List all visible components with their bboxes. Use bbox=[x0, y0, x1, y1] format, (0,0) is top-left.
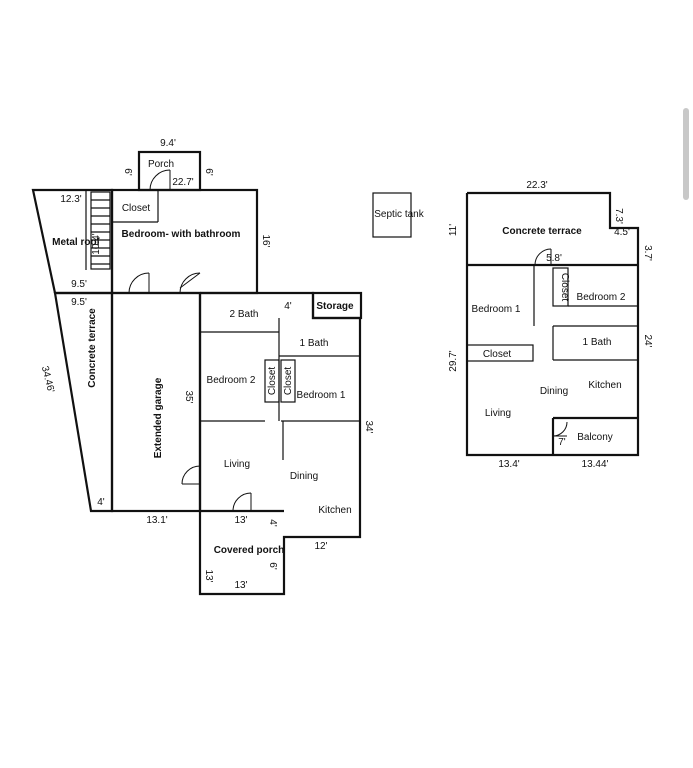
dim-upper-step-c: 3.7' bbox=[642, 245, 653, 261]
upper-floor-dimensions: 22.3' 11' 7.3' 4.5' 3.7' 5.8' 29.7' 24' … bbox=[448, 180, 653, 470]
room-living: Living bbox=[224, 459, 250, 470]
dim-terrace-slant: 34.46' bbox=[39, 365, 56, 394]
dim-porch-small: 4' bbox=[267, 519, 278, 527]
dim-porch-width: 9.4' bbox=[160, 138, 176, 149]
upper-room-concrete-terrace: Concrete terrace bbox=[502, 226, 582, 237]
upper-floor-doors bbox=[534, 248, 568, 437]
room-dining: Dining bbox=[290, 471, 318, 482]
ground-floor-partitions bbox=[85, 190, 360, 513]
upper-room-kitchen: Kitchen bbox=[588, 380, 621, 391]
room-2-bath: 2 Bath bbox=[230, 309, 259, 320]
room-metal-roof: Metal roof bbox=[52, 237, 100, 248]
room-covered-porch: Covered porch bbox=[214, 545, 285, 556]
room-1-bath: 1 Bath bbox=[300, 338, 329, 349]
upper-room-1-bath: 1 Bath bbox=[583, 337, 612, 348]
room-porch: Porch bbox=[148, 159, 174, 170]
dim-terrace-bottom: 4' bbox=[97, 497, 105, 508]
dim-upper-right: 24' bbox=[642, 334, 653, 347]
room-storage: Storage bbox=[316, 301, 354, 312]
dim-bedroom-right: 16' bbox=[260, 234, 271, 247]
dim-upper-top: 22.3' bbox=[526, 180, 547, 191]
dim-main-right: 34' bbox=[363, 420, 374, 433]
dim-metal-roof-bottom: 9.5' bbox=[71, 279, 87, 290]
dim-upper-step-a: 7.3' bbox=[613, 208, 624, 224]
room-closet-b: Closet bbox=[283, 367, 294, 396]
room-bedroom-with-bathroom: Bedroom- with bathroom bbox=[122, 229, 241, 240]
upper-floor-partitions bbox=[466, 265, 638, 362]
dim-upper-balcony-door: 7' bbox=[558, 437, 566, 448]
room-closet-a: Closet bbox=[267, 367, 278, 396]
dim-upper-step-b: 4.5' bbox=[614, 227, 630, 238]
dim-upper-bottom-right: 13.44' bbox=[582, 459, 609, 470]
dim-kitchen-bottom: 12' bbox=[314, 541, 327, 552]
upper-room-living: Living bbox=[485, 408, 511, 419]
room-extended-garage: Extended garage bbox=[153, 377, 164, 458]
dim-stairs: 10.4' bbox=[91, 233, 102, 254]
scrollbar[interactable] bbox=[683, 108, 689, 200]
upper-room-closet-vertical: Closet bbox=[559, 273, 570, 302]
dim-bath-small: 4' bbox=[284, 301, 292, 312]
ground-floor-doors bbox=[128, 169, 252, 512]
dim-metal-roof-top: 12.3' bbox=[60, 194, 81, 205]
ground-floor-walls bbox=[31, 150, 363, 596]
upper-room-bedroom-2: Bedroom 2 bbox=[577, 292, 626, 303]
upper-room-closet: Closet bbox=[483, 349, 512, 360]
dim-covered-right: 6' bbox=[267, 562, 278, 570]
dim-upper-left: 29.7' bbox=[448, 350, 459, 371]
ground-floor-labels: Porch Closet Bedroom- with bathroom Meta… bbox=[52, 159, 354, 556]
room-bedroom-2: Bedroom 2 bbox=[207, 375, 256, 386]
septic-tank-label: Septic tank bbox=[374, 209, 424, 220]
dim-porch-door: 22.7' bbox=[172, 177, 193, 188]
upper-floor-labels: Concrete terrace Closet Bedroom 1 Bedroo… bbox=[472, 226, 626, 443]
room-concrete-terrace: Concrete terrace bbox=[87, 308, 98, 388]
dim-porch-left: 6' bbox=[122, 168, 133, 176]
dim-garage-height: 35' bbox=[183, 390, 194, 403]
dim-upper-door: 5.8' bbox=[546, 253, 562, 264]
upper-room-bedroom-1: Bedroom 1 bbox=[472, 304, 521, 315]
septic-tank: Septic tank bbox=[372, 192, 425, 238]
room-closet: Closet bbox=[122, 203, 151, 214]
upper-room-dining: Dining bbox=[540, 386, 568, 397]
dim-terrace-top: 9.5' bbox=[71, 297, 87, 308]
dim-upper-left-top: 11' bbox=[448, 224, 459, 236]
room-bedroom-1: Bedroom 1 bbox=[297, 390, 346, 401]
dim-porch-top: 13' bbox=[234, 515, 247, 526]
dim-covered-left: 13' bbox=[203, 569, 214, 582]
upper-floor-walls bbox=[465, 191, 640, 457]
room-kitchen: Kitchen bbox=[318, 505, 351, 516]
dim-upper-bottom-left: 13.4' bbox=[498, 459, 519, 470]
dim-garage-bottom: 13.1' bbox=[146, 515, 167, 526]
dim-covered-bottom: 13' bbox=[234, 580, 247, 591]
upper-room-balcony: Balcony bbox=[577, 432, 613, 443]
dim-porch-right: 6' bbox=[203, 168, 214, 176]
